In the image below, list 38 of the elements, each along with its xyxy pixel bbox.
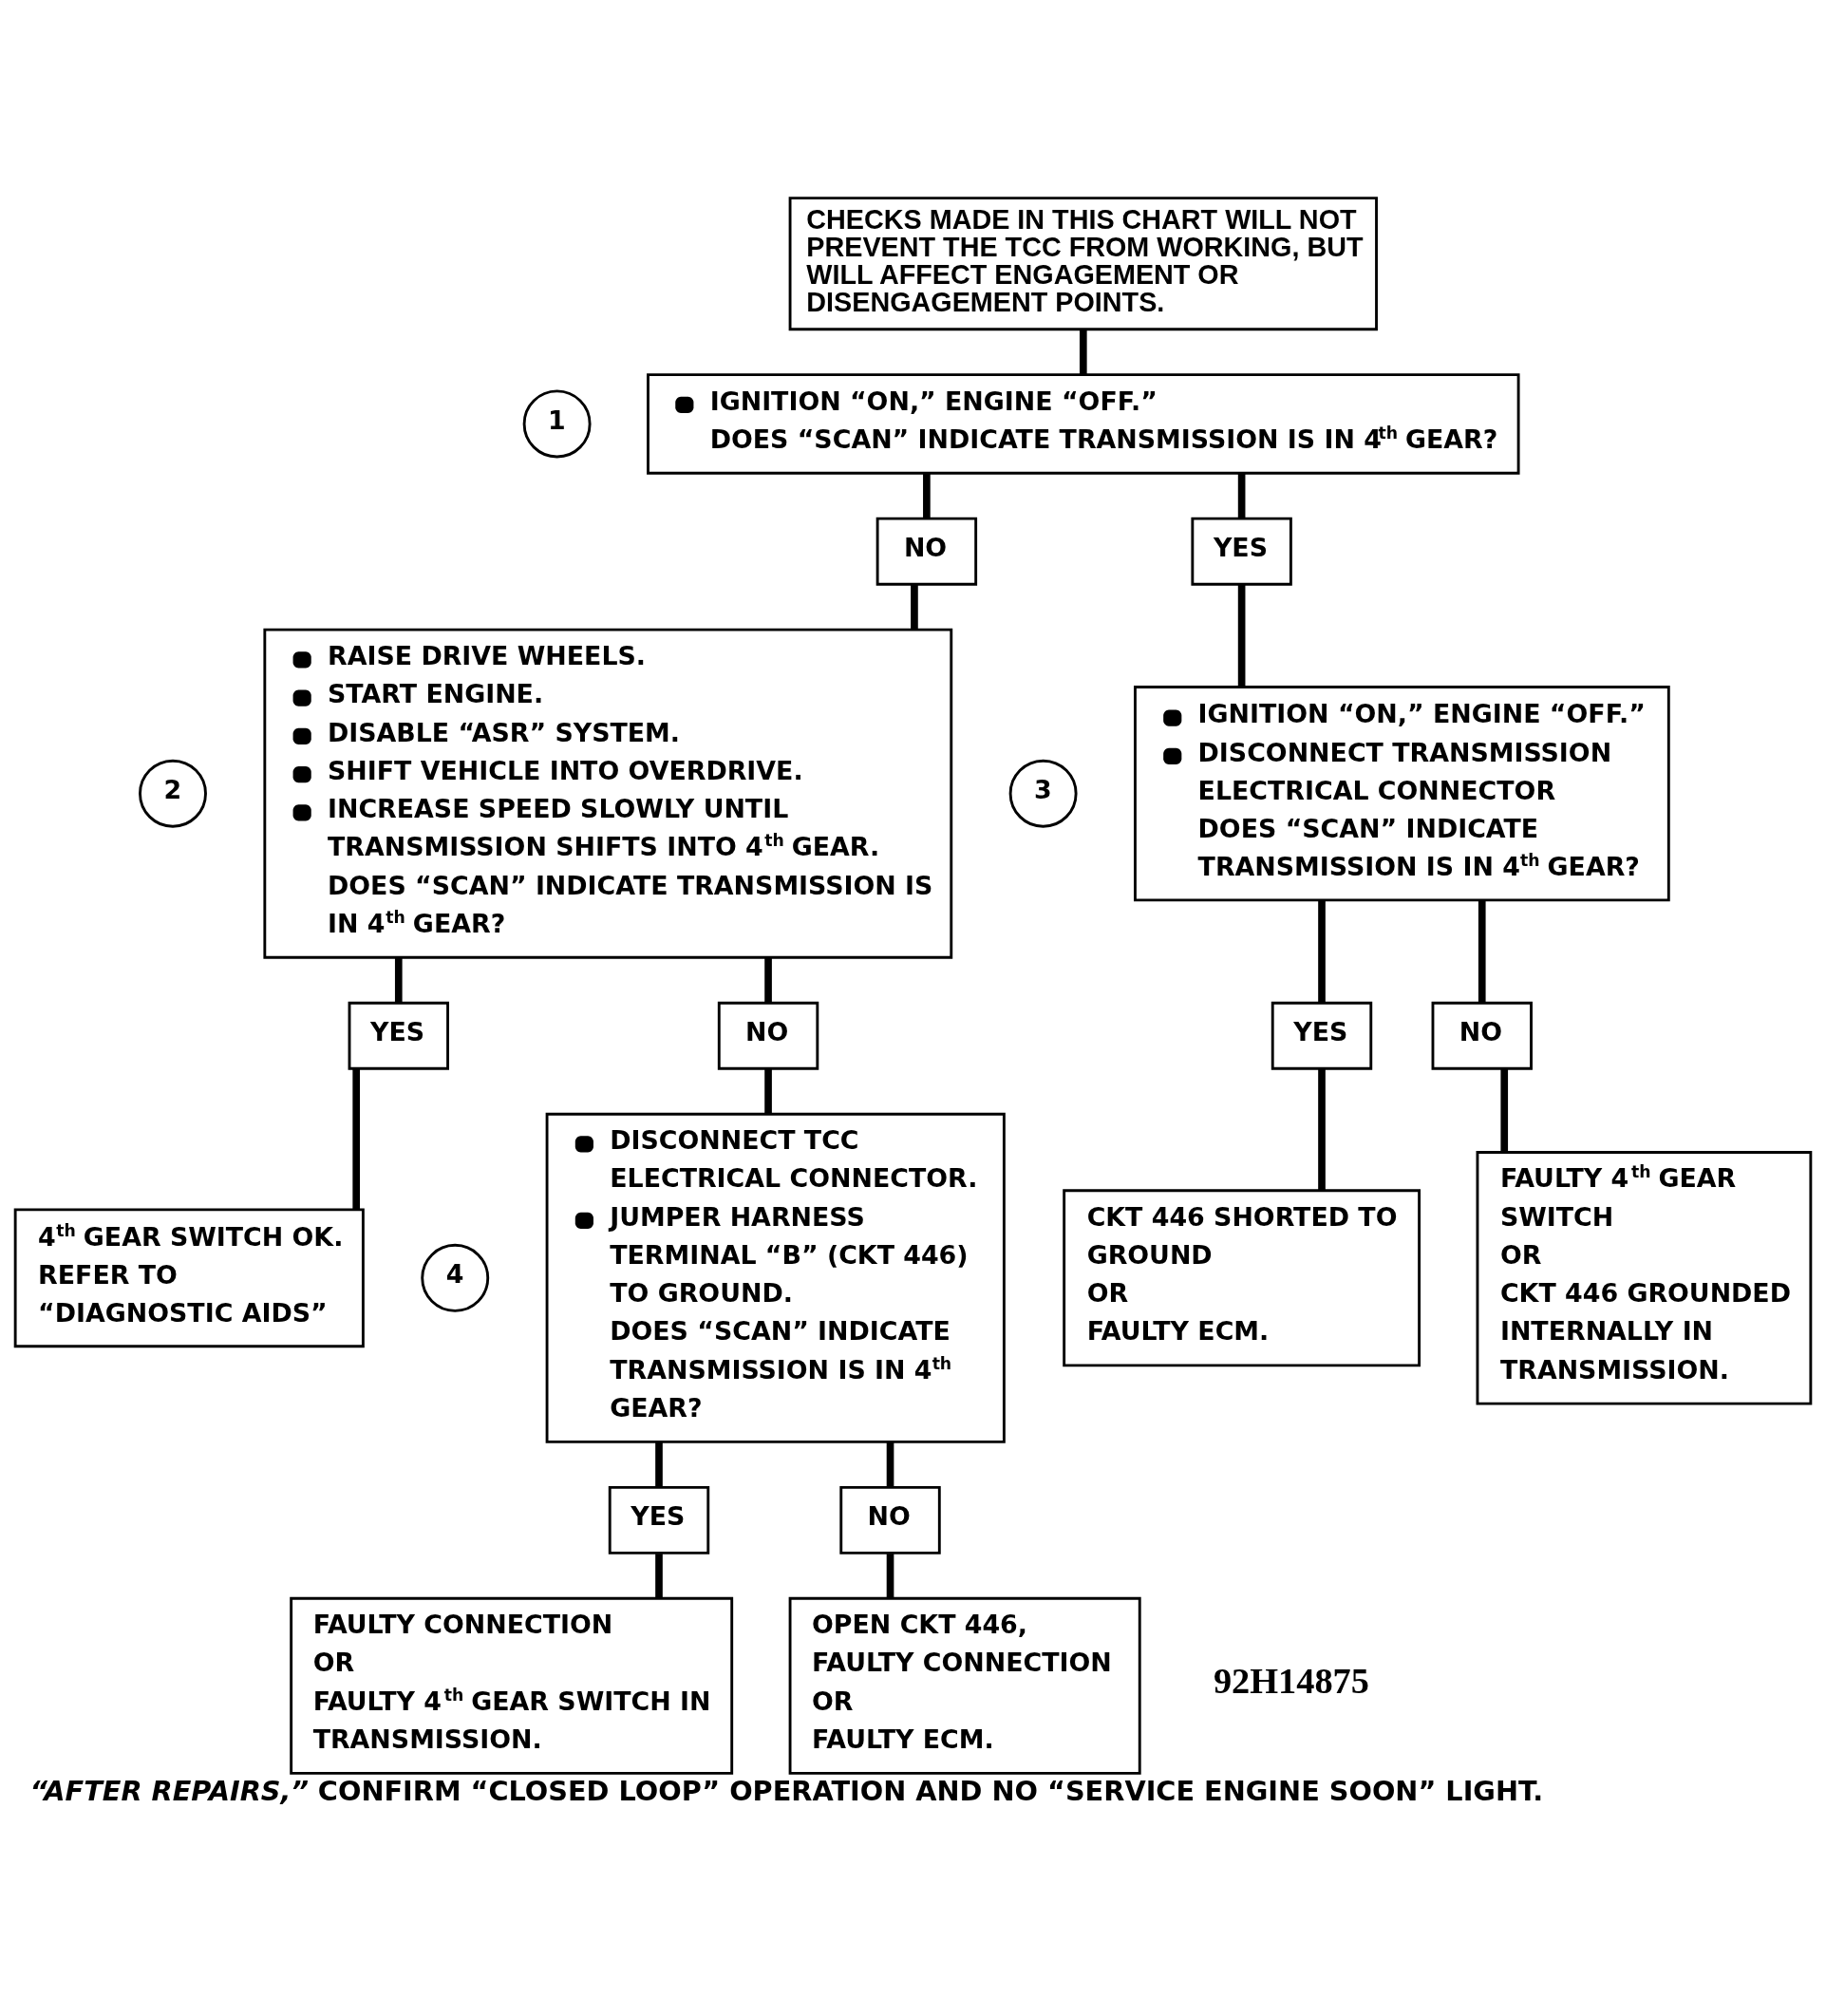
node-box: NO [1431,1001,1533,1070]
node-box: FAULTY 4$^{th}$ GEAR SWITCH OR CKT 446 GROUNDED INTERNALLY IN TRANSMISSION. [1476,1150,1813,1405]
node-circle: 1 [522,389,592,458]
label: 92H14875 [1213,1660,1369,1701]
node-circle: 3 [1008,759,1078,828]
connector [655,1553,663,1598]
node-box: CHECKS MADE IN THIS CHART WILL NOT PREVENT THE TCC FROM WORKING, BUT WILL AFFECT ENGAGEMENT OR DISENGAGEMENT POINTS. [788,196,1378,330]
node-box: DISCONNECT TCC ELECTRICAL CONNECTOR. JUMPER HARNESS TERMINAL “B” (CKT 446) TO GROUND. DOES “SCAN” INDICATE TRANSMISSION IS IN 4$^{th}$ GEAR? [545,1112,1006,1443]
node-box: YES [1271,1001,1373,1070]
connector [352,1068,361,1210]
connector [764,1068,772,1114]
node-box: NO [875,517,978,586]
node-box: IGNITION “ON,” ENGINE “OFF.” DOES “SCAN” INDICATE TRANSMISSION IS IN 4$^{th}$ GEAR? [647,372,1520,475]
connector [1318,1068,1326,1191]
connector [886,1441,894,1486]
node-box: OPEN CKT 446, FAULTY CONNECTION OR FAULTY ECM. [788,1596,1141,1775]
connector [1478,899,1486,1003]
node-box: NO [839,1485,941,1554]
connector [911,584,918,630]
node-circle: 4 [421,1243,490,1312]
node-box: NO [717,1001,819,1070]
connector [1237,473,1246,518]
node-box: CKT 446 SHORTED TO GROUND OR FAULTY ECM. [1063,1188,1421,1366]
connector [1318,899,1326,1003]
node-circle: 2 [139,759,207,828]
caption: “AFTER REPAIRS,” CONFIRM “CLOSED LOOP” OPERATION AND NO “SERVICE ENGINE SOON” LIGHT. [29,1774,1544,1807]
node-box: YES [1191,517,1292,586]
node-box: RAISE DRIVE WHEELS. START ENGINE. DISABLE “ASR” SYSTEM. SHIFT VEHICLE INTO OVERDRIVE. INCREASE SPEED SLOWLY UNTIL TRANSMISSION SHIFTS INTO 4$^{th}$ GEAR. DOES “SCAN” INDICATE TRANSMISSION IS IN 4$^{th}$ GEAR? [263,628,953,959]
connector [655,1441,663,1486]
node-box: YES [348,1001,449,1070]
connector [886,1553,894,1598]
connector [1500,1068,1509,1152]
node-box: YES [608,1485,710,1554]
node-box: 4$^{th}$ GEAR SWITCH OK. REFER TO “DIAGNOSTIC AIDS” [13,1207,365,1347]
node-box: IGNITION “ON,” ENGINE “OFF.” DISCONNECT TRANSMISSION ELECTRICAL CONNECTOR DOES “SCAN” INDICATE TRANSMISSION IS IN 4$^{th}$ GEAR? [1134,685,1670,901]
connector [923,473,931,518]
connector [1237,584,1246,687]
node-box: FAULTY CONNECTION OR FAULTY 4$^{th}$ GEAR SWITCH IN TRANSMISSION. [290,1596,734,1775]
